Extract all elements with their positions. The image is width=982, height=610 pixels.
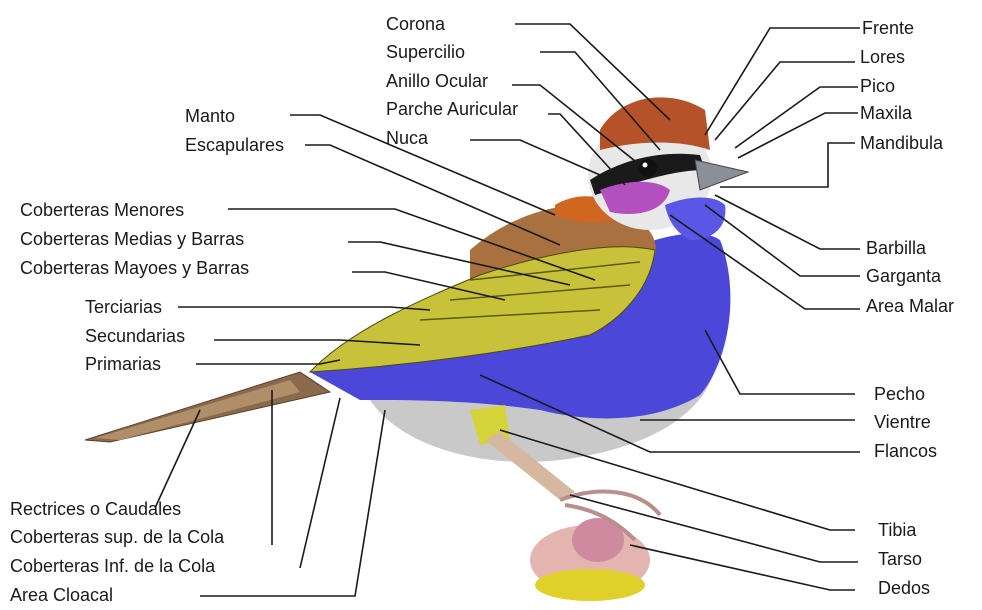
label-parche-auricular: Parche Auricular [386,99,518,119]
beak [695,160,748,190]
label-manto: Manto [185,106,235,126]
label-flancos: Flancos [874,441,937,461]
label-secundarias: Secundarias [85,326,185,346]
label-corona: Corona [386,14,445,34]
label-anillo-ocular: Anillo Ocular [386,71,488,91]
label-pico: Pico [860,76,895,96]
eye [639,159,657,177]
label-escapulares: Escapulares [185,135,284,155]
label-tarso: Tarso [878,549,922,569]
label-supercilio: Supercilio [386,42,465,62]
label-lores: Lores [860,47,905,67]
label-terciarias: Terciarias [85,297,162,317]
label-coberteras-menores: Coberteras Menores [20,200,184,220]
label-frente: Frente [862,18,914,38]
label-tibia: Tibia [878,520,916,540]
label-coberteras-medias: Coberteras Medias y Barras [20,229,244,249]
label-dedos: Dedos [878,578,930,598]
label-maxila: Maxila [860,103,912,123]
label-area-cloacal: Area Cloacal [10,585,113,605]
eye-shine [643,163,648,168]
label-coberteras-sup-cola: Coberteras sup. de la Cola [10,527,224,547]
label-nuca: Nuca [386,128,428,148]
label-primarias: Primarias [85,354,161,374]
label-pecho: Pecho [874,384,925,404]
label-mandibula: Mandibula [860,133,943,153]
label-rectrices: Rectrices o Caudales [10,499,181,519]
label-coberteras-mayores: Coberteras Mayoes y Barras [20,258,249,278]
label-garganta: Garganta [866,266,941,286]
label-area-malar: Area Malar [866,296,954,316]
perch-leaves [535,569,645,601]
tail-highlight [95,380,300,440]
label-coberteras-inf-cola: Coberteras Inf. de la Cola [10,556,215,576]
label-vientre: Vientre [874,412,931,432]
label-barbilla: Barbilla [866,238,926,258]
